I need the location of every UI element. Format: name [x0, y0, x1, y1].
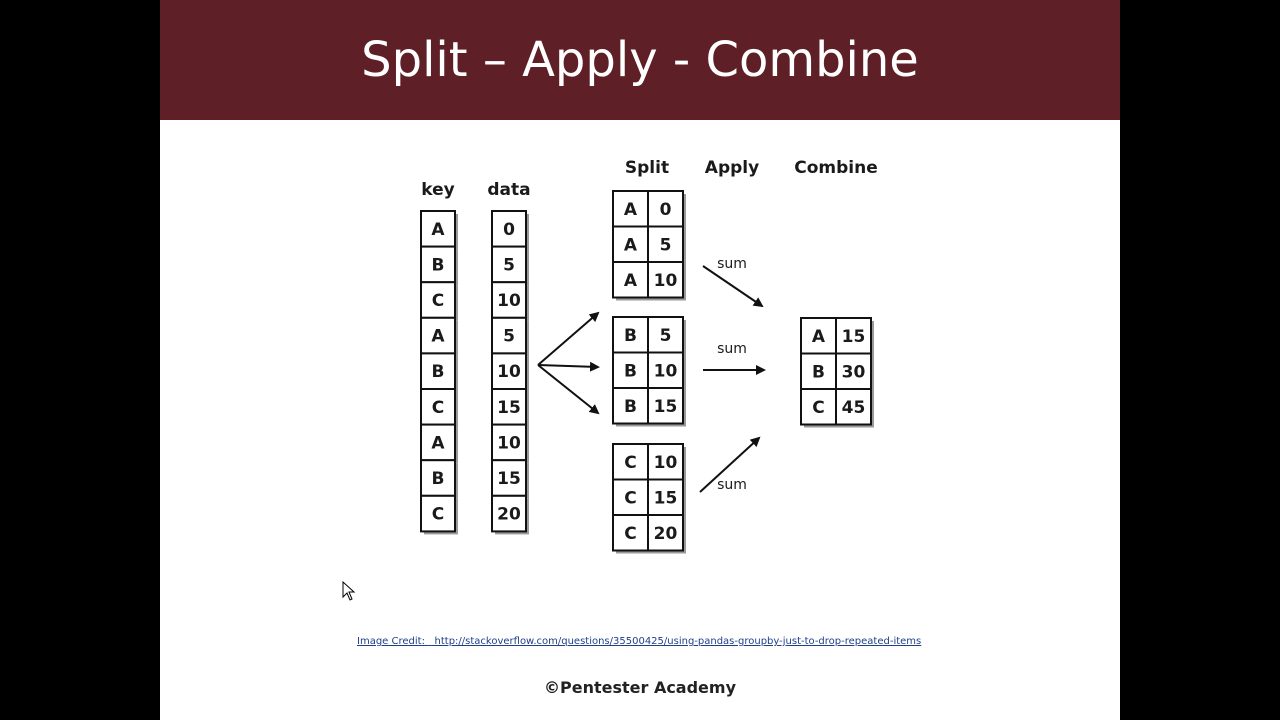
table-cell	[647, 443, 684, 481]
apply-sum-label: sum	[717, 341, 747, 357]
data-cell: 5	[503, 255, 515, 275]
table-cell	[835, 388, 872, 426]
table-cell	[835, 317, 872, 355]
split-key-cell: C	[624, 524, 636, 544]
data-cell: 5	[503, 327, 515, 347]
data-cell: 10	[497, 433, 521, 453]
apply-header: Apply	[705, 158, 759, 178]
key-cell: A	[431, 220, 445, 240]
table-cell	[800, 388, 837, 426]
key-header: key	[421, 180, 454, 200]
key-cell: A	[431, 327, 445, 347]
table-cell	[800, 352, 837, 390]
table-cell	[647, 261, 684, 299]
data-header: data	[487, 180, 530, 200]
split-value-cell: 10	[654, 271, 678, 291]
split-value-cell: 5	[660, 235, 672, 255]
key-cell: B	[432, 255, 445, 275]
split-key-cell: A	[624, 271, 638, 291]
table-cell	[647, 190, 684, 228]
table-cell	[647, 316, 684, 354]
split-key-cell: B	[624, 361, 637, 381]
copyright-text: ©Pentester Academy	[543, 678, 737, 697]
split-value-cell: 15	[654, 488, 678, 508]
apply-arrow	[699, 436, 761, 493]
split-value-cell: 5	[660, 326, 672, 346]
table-cell	[420, 388, 456, 426]
split-key-cell: C	[624, 488, 636, 508]
key-cell: C	[432, 291, 444, 311]
table-cell	[491, 423, 527, 462]
apply-sum-label: sum	[717, 477, 747, 493]
table-cell	[612, 387, 649, 425]
title-bar: Split – Apply - Combine	[160, 0, 1120, 120]
split-value-cell: 10	[654, 361, 678, 381]
table-cell	[647, 478, 684, 516]
image-credit: Image Credit: http://stackoverflow.com/q…	[357, 636, 921, 647]
split-value-cell: 10	[654, 453, 678, 473]
table-cell	[491, 316, 527, 355]
split-key-cell: A	[624, 235, 638, 255]
split-key-cell: C	[624, 453, 636, 473]
table-cell	[612, 478, 649, 516]
table-cell	[647, 387, 684, 425]
table-cell	[491, 352, 527, 390]
key-cell: B	[432, 469, 445, 489]
table-cell	[612, 514, 649, 552]
key-cell: C	[432, 505, 444, 525]
mouse-cursor-icon	[342, 581, 356, 601]
combine-value-cell: 30	[842, 362, 866, 382]
split-key-cell: B	[624, 397, 637, 417]
split-value-cell: 20	[654, 524, 678, 544]
combine-value-cell: 45	[842, 398, 866, 418]
key-cell: C	[432, 398, 444, 418]
table-cell	[420, 494, 456, 533]
table-cell	[491, 494, 527, 533]
split-arrow	[537, 311, 600, 366]
image-credit-link[interactable]: http://stackoverflow.com/questions/35500…	[434, 636, 922, 647]
split-arrow	[537, 364, 600, 415]
data-cell: 15	[497, 469, 521, 489]
split-header: Split	[625, 158, 669, 178]
table-cell	[420, 316, 456, 355]
slide-title: Split – Apply - Combine	[361, 32, 919, 88]
table-cell	[420, 210, 456, 248]
data-cell: 0	[503, 220, 515, 240]
combine-key-cell: B	[812, 362, 825, 382]
table-cell	[612, 316, 649, 354]
table-cell	[420, 352, 456, 390]
split-value-cell: 0	[660, 200, 672, 220]
combine-header: Combine	[794, 158, 878, 178]
data-cell: 20	[497, 505, 521, 525]
table-cell	[491, 245, 527, 284]
data-cell: 10	[497, 291, 521, 311]
apply-sum-label: sum	[717, 256, 747, 272]
table-cell	[835, 352, 872, 390]
key-cell: B	[432, 362, 445, 382]
image-credit-label: Image Credit:	[357, 636, 425, 647]
table-cell	[420, 459, 456, 497]
table-cell	[647, 514, 684, 552]
slide: Split – Apply - Combine key data Split Appl…	[160, 0, 1120, 720]
split-arrow	[537, 361, 600, 372]
table-cell	[800, 317, 837, 355]
combine-key-cell: A	[812, 327, 826, 347]
split-value-cell: 15	[654, 397, 678, 417]
table-cell	[612, 261, 649, 299]
combine-value-cell: 15	[842, 327, 866, 347]
data-cell: 10	[497, 362, 521, 382]
split-key-cell: A	[624, 200, 638, 220]
combine-key-cell: C	[812, 398, 824, 418]
table-cell	[612, 443, 649, 481]
table-cell	[612, 351, 649, 389]
data-cell: 15	[497, 398, 521, 418]
split-key-cell: B	[624, 326, 637, 346]
key-cell: A	[431, 433, 445, 453]
apply-arrow	[702, 265, 764, 308]
